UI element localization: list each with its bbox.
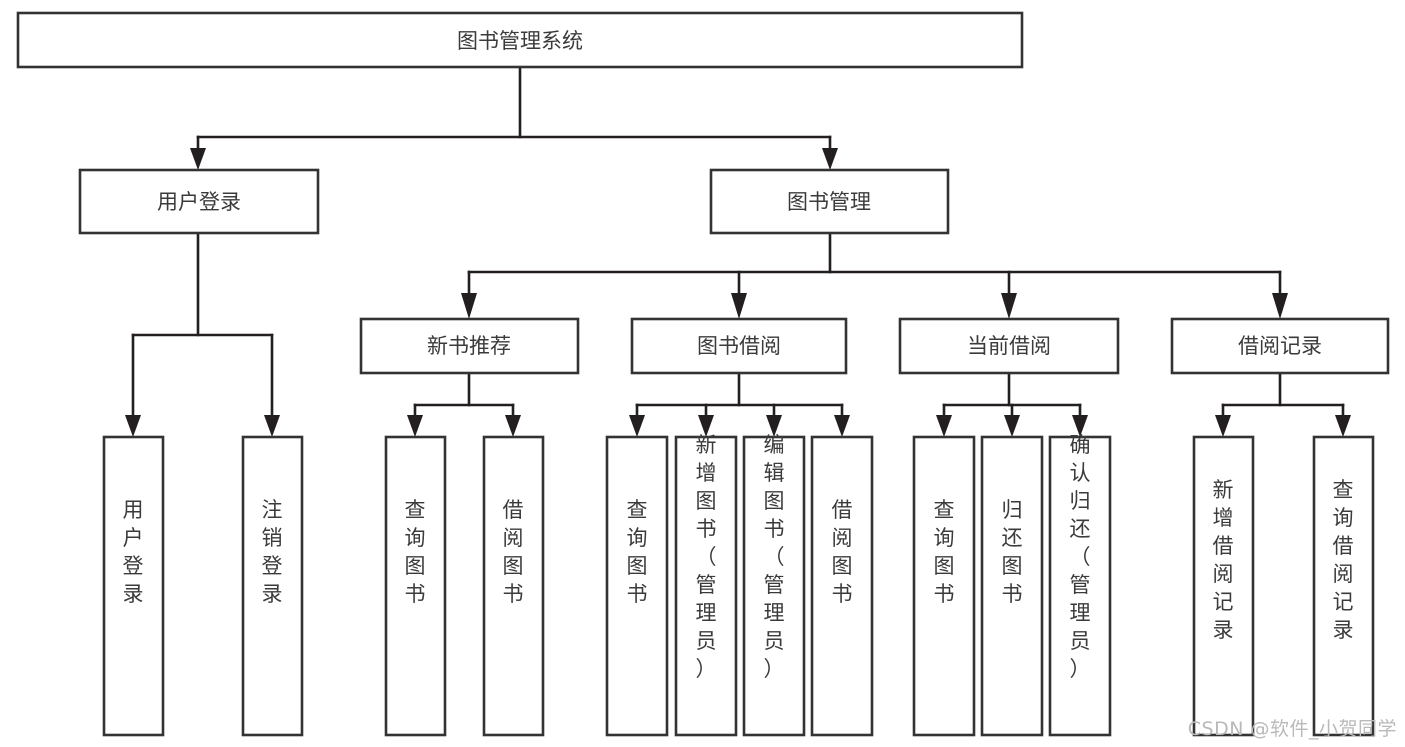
arrow-nbr-leaf2 <box>505 415 521 437</box>
node-book-borrow-label: 图书借阅 <box>697 334 781 358</box>
arrow-bb-leaf3 <box>766 415 782 437</box>
node-user-login-label: 用户登录 <box>157 190 241 214</box>
leaf-user-login-1-label: 注销登录 <box>262 498 283 606</box>
leaf-node[interactable]: 新增借阅记录 <box>1192 435 1255 737</box>
arrow-bb-leaf1 <box>629 415 645 437</box>
leaf-node[interactable]: 确认归还（管理员） <box>1048 433 1112 737</box>
leaf-new-book-rec-0-label: 查询图书 <box>405 498 426 606</box>
node-root-box[interactable] <box>16 11 1024 69</box>
leaf-book-borrow-2-box[interactable] <box>742 435 806 737</box>
node-new-book-rec-label: 新书推荐 <box>427 334 511 358</box>
arrow-cb-leaf3 <box>1072 415 1088 437</box>
leaf-node[interactable]: 注销登录 <box>241 435 304 737</box>
arrow-cb-leaf1 <box>936 415 952 437</box>
node-current-borrow[interactable]: 当前借阅 <box>898 317 1120 375</box>
leaf-user-login-0-label: 用户登录 <box>123 498 144 606</box>
leaf-node[interactable]: 归还图书 <box>980 435 1044 737</box>
leaf-new-book-rec-1-label: 借阅图书 <box>503 498 524 606</box>
node-book-borrow-box[interactable] <box>630 317 848 375</box>
arrow-to-book-manage <box>822 148 838 170</box>
node-new-book-rec-box[interactable] <box>359 317 580 375</box>
leaf-user-login-0-box[interactable] <box>102 435 165 737</box>
leaf-user-login-1-box[interactable] <box>241 435 304 737</box>
arrow-cb-leaf2 <box>1004 415 1020 437</box>
leaf-current-borrow-0-label: 查询图书 <box>934 498 955 606</box>
leaf-new-book-rec-1-box[interactable] <box>482 435 545 737</box>
leaf-borrow-record-1-box[interactable] <box>1312 435 1375 737</box>
leaf-book-borrow-3-label: 借阅图书 <box>832 498 853 606</box>
arrow-to-borrow-record <box>1272 293 1288 319</box>
leaf-node[interactable]: 查询图书 <box>384 435 447 737</box>
leaf-book-borrow-0-label: 查询图书 <box>627 498 648 606</box>
arrow-to-current-borrow <box>1001 293 1017 319</box>
arrow-bb-leaf2 <box>698 415 714 437</box>
leaf-borrow-record-1-label: 查询借阅记录 <box>1333 478 1354 642</box>
node-book-manage[interactable]: 图书管理 <box>709 168 950 235</box>
leaf-book-borrow-2-label: 编辑图书（管理员） <box>764 433 785 681</box>
leaf-node[interactable]: 新增图书（管理员） <box>674 433 738 737</box>
arrow-user-login-leaf1 <box>125 415 141 437</box>
arrow-to-user-login <box>190 148 206 170</box>
leaf-current-borrow-1-box[interactable] <box>980 435 1044 737</box>
node-borrow-record[interactable]: 借阅记录 <box>1170 317 1390 375</box>
leaf-node[interactable]: 借阅图书 <box>482 435 545 737</box>
leaf-book-borrow-1-label: 新增图书（管理员） <box>696 433 717 681</box>
leaf-book-borrow-1-box[interactable] <box>674 435 738 737</box>
node-book-manage-label: 图书管理 <box>787 190 871 214</box>
node-book-manage-box[interactable] <box>709 168 950 235</box>
node-root[interactable]: 图书管理系统 <box>16 11 1024 69</box>
leaf-current-borrow-1-label: 归还图书 <box>1002 498 1023 606</box>
leaf-node[interactable]: 借阅图书 <box>810 435 874 737</box>
arrow-bb-leaf4 <box>834 415 850 437</box>
leaf-node[interactable]: 用户登录 <box>102 435 165 737</box>
node-user-login-box[interactable] <box>78 168 320 235</box>
leaf-node[interactable]: 查询图书 <box>605 435 669 737</box>
leaf-node[interactable]: 查询图书 <box>912 435 976 737</box>
leaf-book-borrow-3-box[interactable] <box>810 435 874 737</box>
node-borrow-record-box[interactable] <box>1170 317 1390 375</box>
connector-group <box>125 65 1351 437</box>
arrow-to-book-borrow <box>731 293 747 319</box>
leaf-borrow-record-0-label: 新增借阅记录 <box>1213 478 1234 642</box>
node-borrow-record-label: 借阅记录 <box>1238 334 1322 358</box>
arrow-br-leaf2 <box>1335 415 1351 437</box>
leaf-new-book-rec-0-box[interactable] <box>384 435 447 737</box>
leaf-current-borrow-2-box[interactable] <box>1048 435 1112 737</box>
leaf-current-borrow-0-box[interactable] <box>912 435 976 737</box>
node-root-label: 图书管理系统 <box>457 29 583 53</box>
arrow-user-login-leaf2 <box>264 415 280 437</box>
node-current-borrow-label: 当前借阅 <box>967 334 1051 358</box>
arrow-nbr-leaf1 <box>407 415 423 437</box>
arrow-br-leaf1 <box>1215 415 1231 437</box>
node-user-login[interactable]: 用户登录 <box>78 168 320 235</box>
leaf-node[interactable]: 编辑图书（管理员） <box>742 433 806 737</box>
leaf-current-borrow-2-label: 确认归还（管理员） <box>1070 433 1091 681</box>
arrow-to-new-book-rec <box>461 293 477 319</box>
node-current-borrow-box[interactable] <box>898 317 1120 375</box>
leaf-node[interactable]: 查询借阅记录 <box>1312 435 1375 737</box>
node-book-borrow[interactable]: 图书借阅 <box>630 317 848 375</box>
leaf-book-borrow-0-box[interactable] <box>605 435 669 737</box>
leaf-borrow-record-0-box[interactable] <box>1192 435 1255 737</box>
node-new-book-rec[interactable]: 新书推荐 <box>359 317 580 375</box>
